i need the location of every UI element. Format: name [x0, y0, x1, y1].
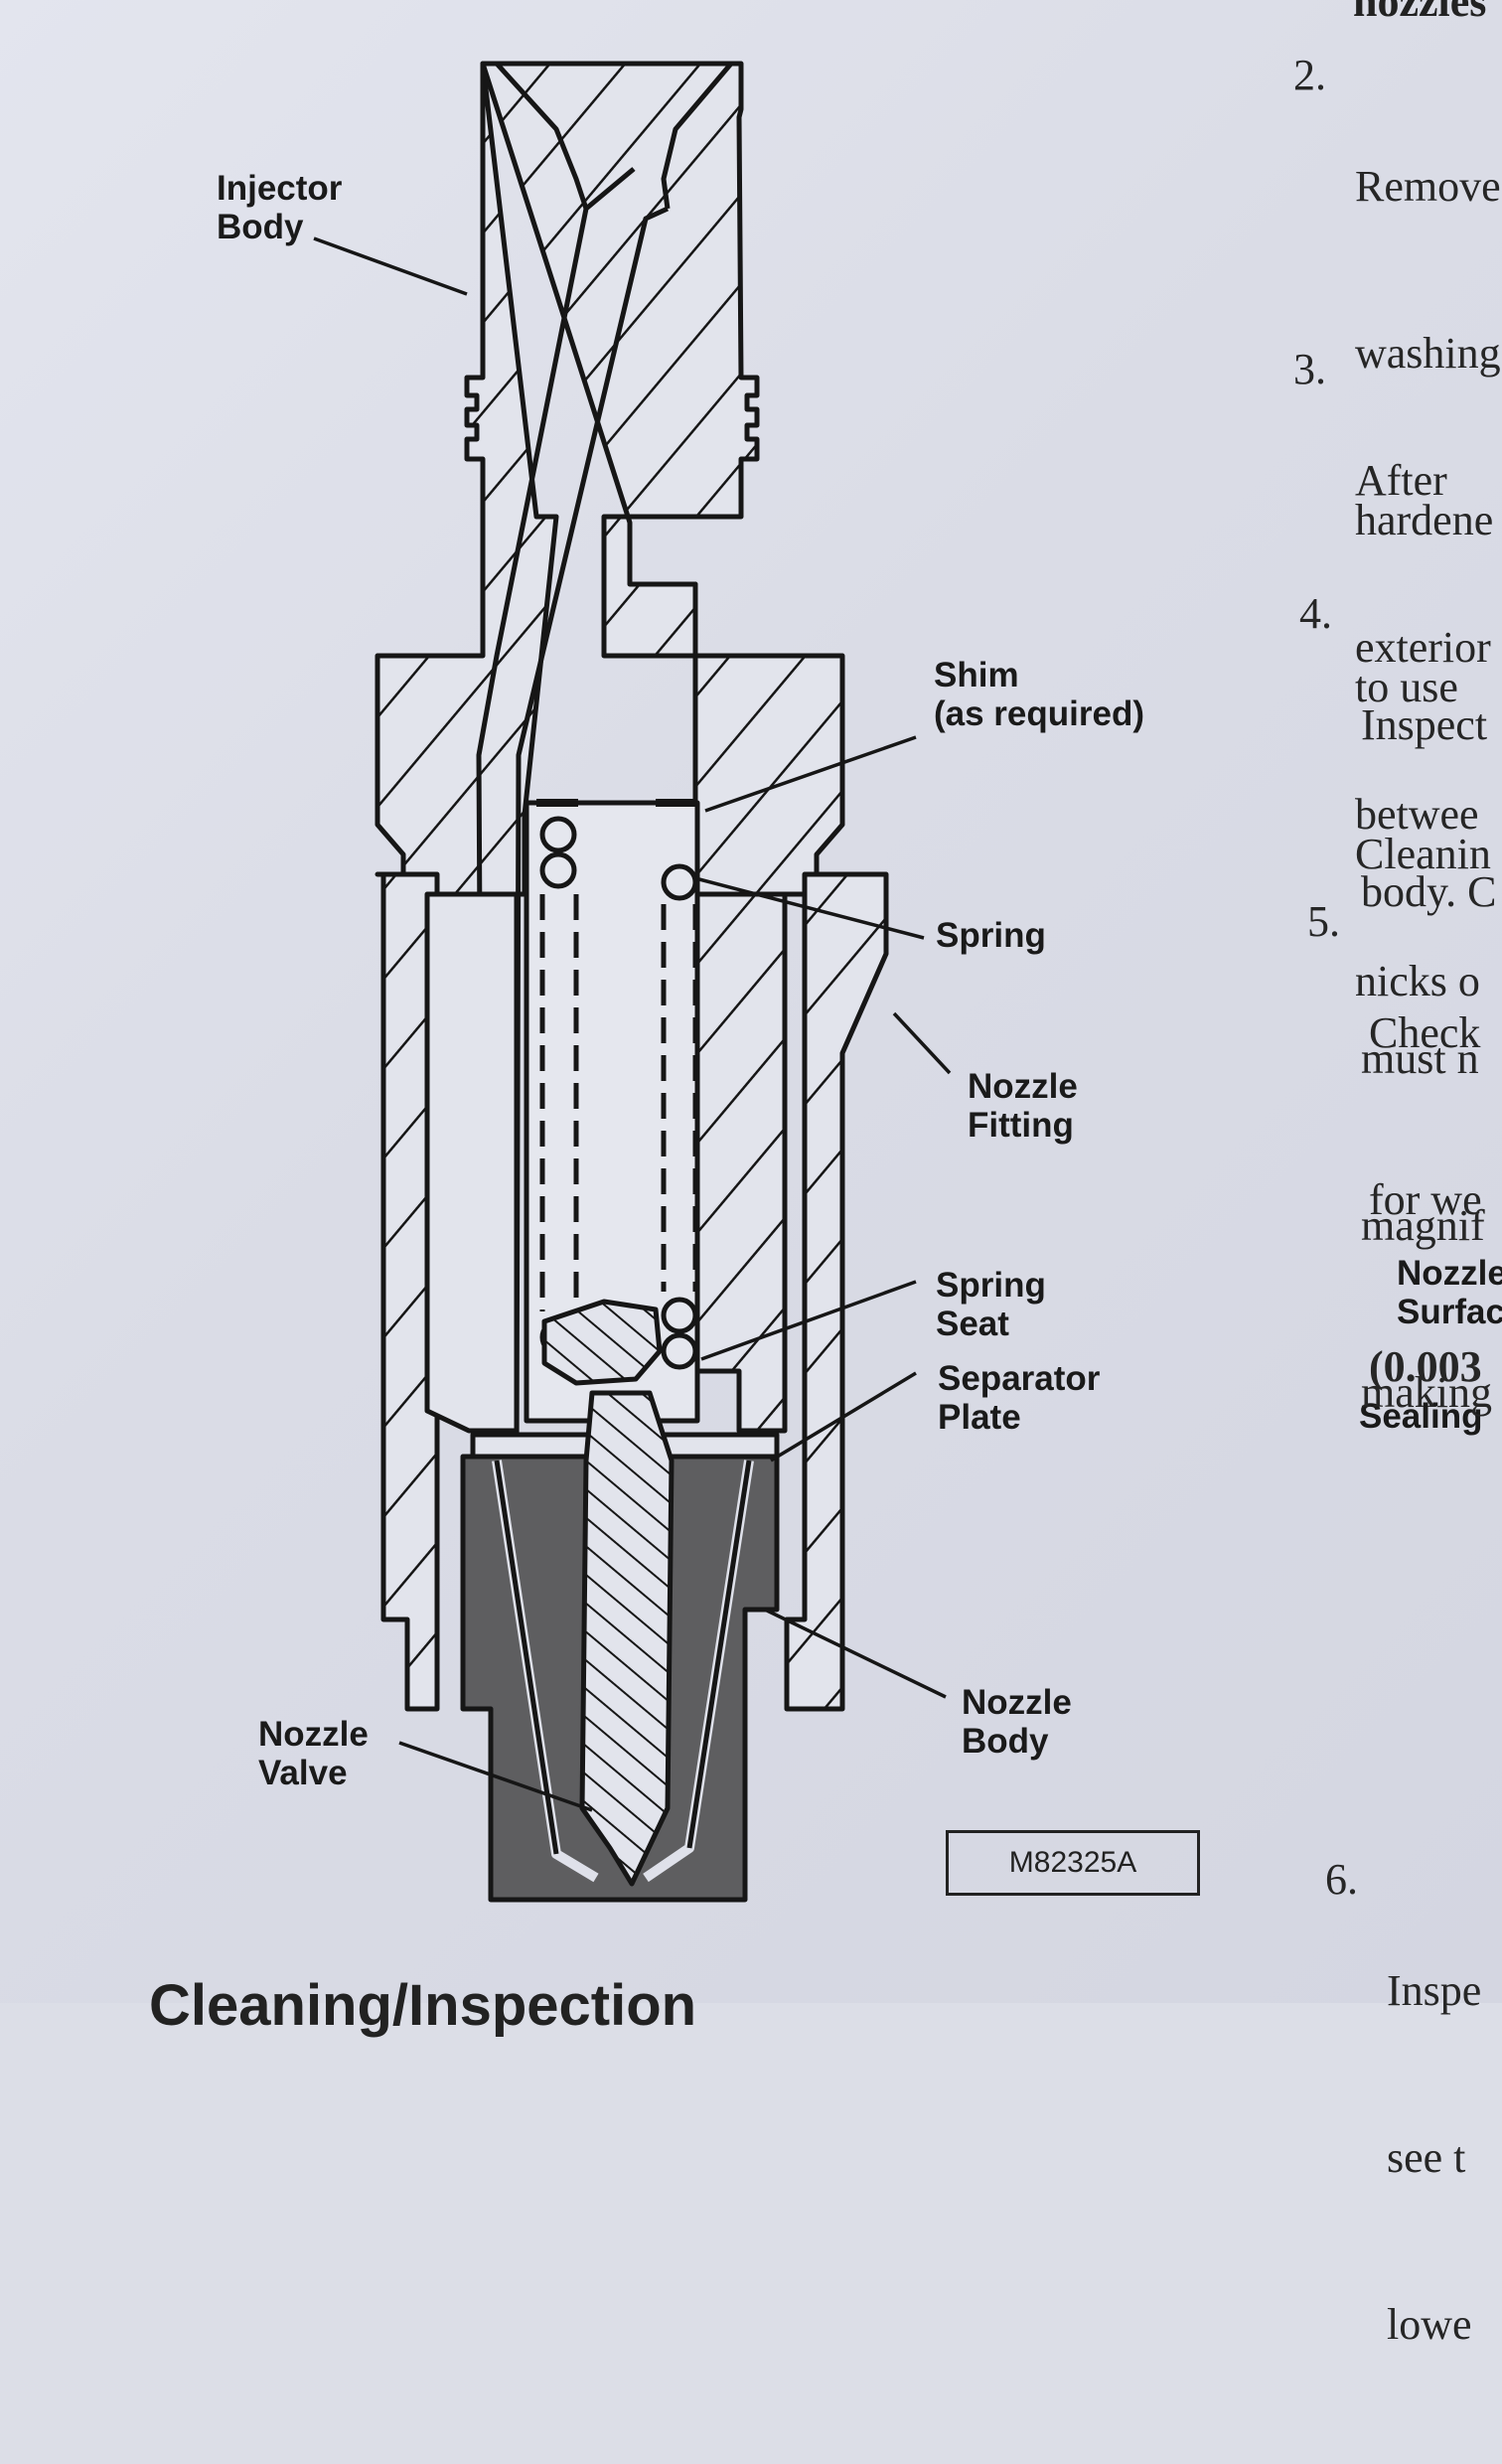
step-line: Check [1369, 1008, 1481, 1057]
label-nozzle-fitting: Nozzle Fitting [968, 1067, 1078, 1145]
label-nozzle-valve: Nozzle Valve [258, 1715, 369, 1792]
leader-nozzle-fitting [892, 1011, 952, 1075]
figure-code-box: M82325A [946, 1830, 1200, 1896]
step-line: body. C [1361, 867, 1497, 916]
leader-injector-body [313, 236, 468, 296]
top-text-fragment: nozzles [1353, 0, 1487, 26]
label-spring: Spring [936, 916, 1046, 955]
section-heading: Cleaning/Inspection [149, 1973, 697, 2038]
leader-spring [694, 876, 925, 940]
leader-nozzle-valve [398, 1741, 593, 1812]
leader-shim [704, 735, 917, 813]
step-line: washing [1355, 329, 1501, 378]
step-line: betwee [1355, 790, 1479, 839]
step-number: 2. [1293, 51, 1326, 99]
step-line: see t [1387, 2133, 1466, 2182]
injector-diagram [313, 61, 952, 1903]
step-line: hardene [1355, 496, 1494, 544]
spring-seat-shape [541, 1299, 663, 1386]
label-shim: Shim (as required) [934, 656, 1144, 733]
label-sealing: Sealing [1359, 1397, 1483, 1436]
injector-body-shape [375, 61, 845, 1841]
step-number: 6. [1325, 1855, 1358, 1904]
label-spring-seat: Spring Seat [936, 1266, 1046, 1343]
step-line: After [1355, 456, 1447, 505]
step-line: exterior [1355, 623, 1491, 672]
step-line: to use [1355, 663, 1458, 711]
step-number: 5. [1307, 897, 1340, 946]
step-line: Remove [1355, 162, 1501, 211]
leader-spring-seat [700, 1280, 917, 1361]
step-line: Inspect [1361, 700, 1488, 749]
step-line: magnif [1361, 1201, 1485, 1250]
step-line: nicks o [1355, 957, 1480, 1005]
step-line: lowe [1387, 2300, 1472, 2349]
step-number: 4. [1299, 589, 1332, 638]
label-injector-body: Injector Body [217, 169, 343, 246]
step-number: 3. [1293, 345, 1326, 393]
label-separator-plate: Separator Plate [938, 1359, 1101, 1437]
nozzle-fitting-shape [375, 871, 889, 1712]
label-nozzle-surface: Nozzle Surfac [1397, 1254, 1502, 1331]
step-line: must n [1361, 1034, 1479, 1083]
leader-separator-plate [770, 1371, 917, 1463]
label-nozzle-body: Nozzle Body [962, 1683, 1072, 1761]
leader-nozzle-body [764, 1608, 947, 1699]
step-line: for we [1369, 1175, 1482, 1224]
step-line: Cleanin [1355, 830, 1491, 878]
step-line: (0.003 [1369, 1342, 1482, 1391]
step-line: making [1361, 1368, 1492, 1417]
step-line: Inspe [1387, 1966, 1482, 2015]
nozzle-valve-shape [579, 1390, 675, 1887]
